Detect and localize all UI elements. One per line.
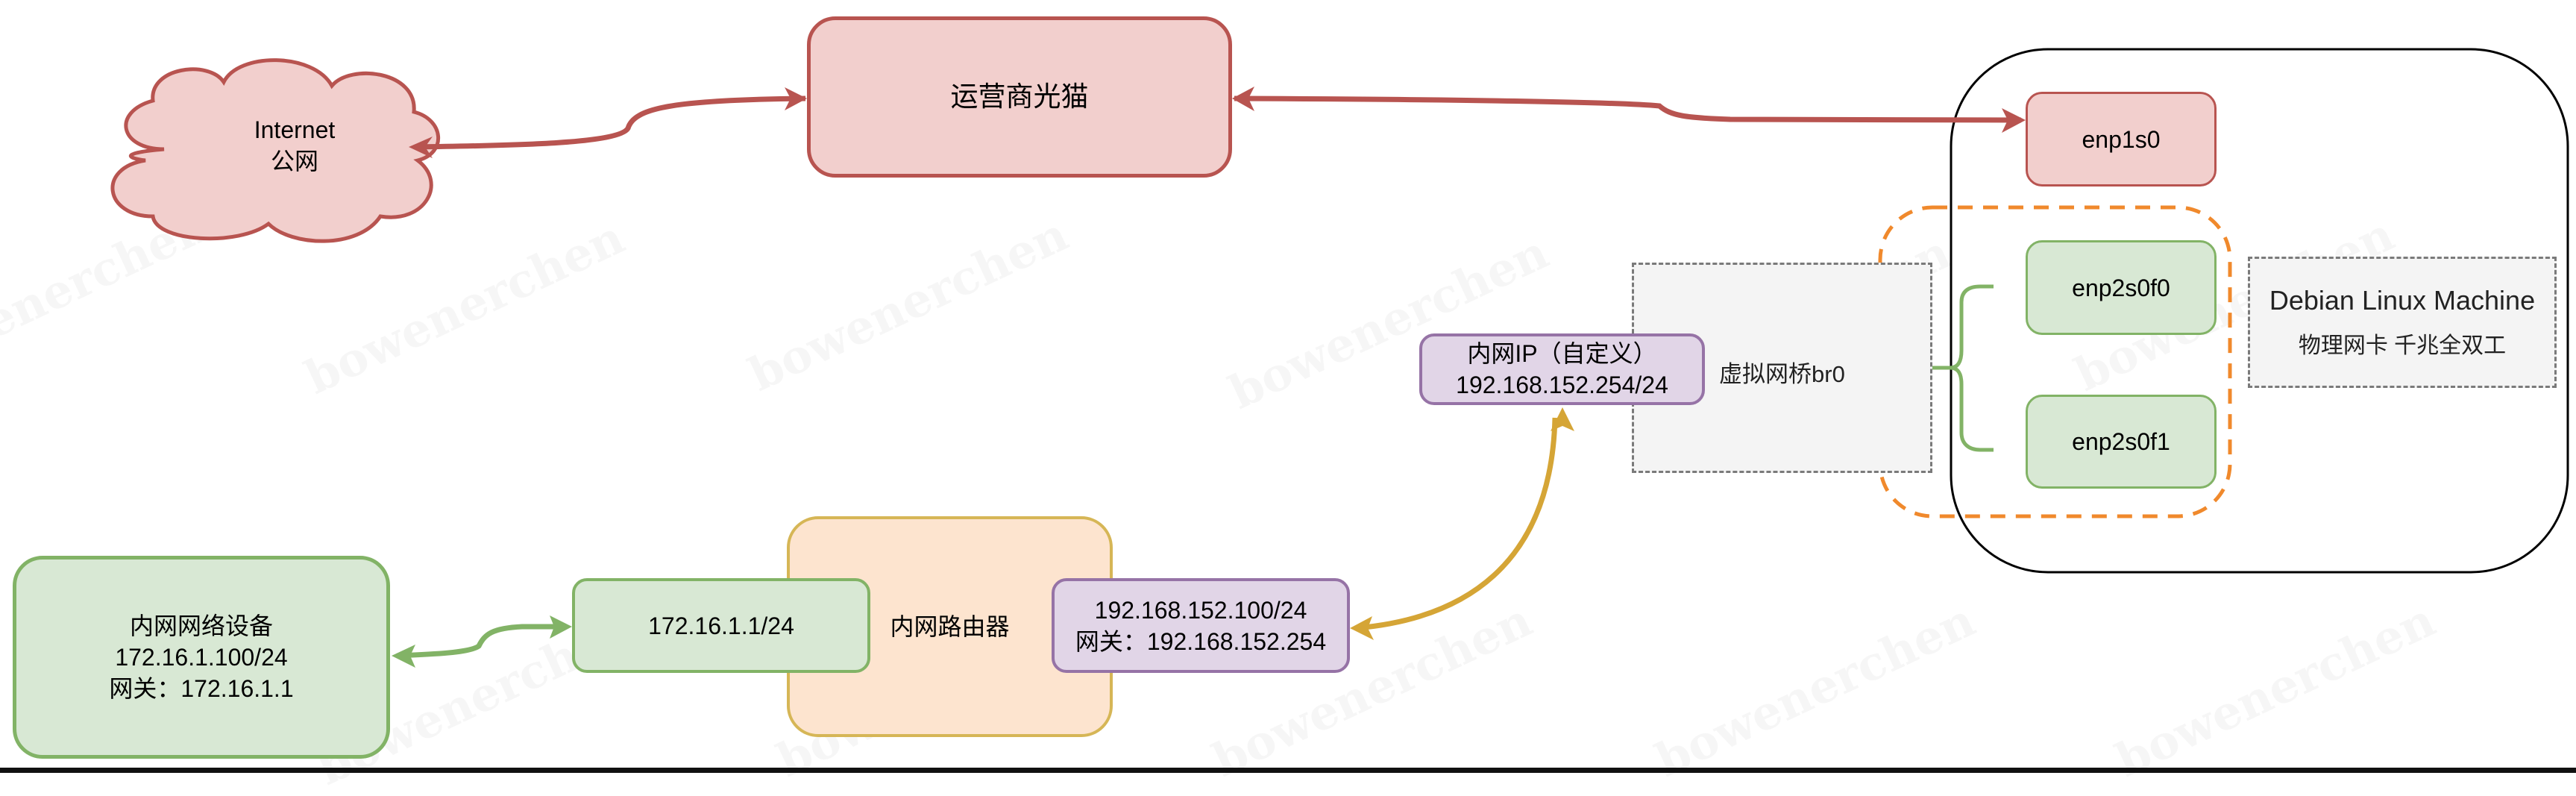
enp2s0f1-label: enp2s0f1 bbox=[2072, 428, 2170, 455]
bottom-edge-bar bbox=[0, 768, 2576, 773]
enp1s0-label: enp1s0 bbox=[2082, 125, 2161, 153]
device-node[interactable]: 内网网络设备 172.16.1.100/24 网关：172.16.1.1 bbox=[13, 556, 390, 759]
router-wan-gateway: 网关：192.168.152.254 bbox=[1075, 627, 1327, 655]
arrowhead-router-lan bbox=[550, 615, 572, 639]
bridge-ip-node[interactable]: 内网IP（自定义） 192.168.152.254/24 bbox=[1419, 333, 1705, 405]
modem-label: 运营商光猫 bbox=[950, 81, 1089, 112]
router-wan-ip: 192.168.152.100/24 bbox=[1094, 596, 1307, 624]
machine-frame bbox=[1950, 48, 2569, 574]
arrowhead-modem-right bbox=[1232, 87, 1254, 111]
router-label: 内网路由器 bbox=[890, 613, 1010, 640]
enp1s0-node[interactable]: enp1s0 bbox=[2026, 92, 2217, 187]
internet-cloud-shape bbox=[110, 58, 440, 243]
router-wan-node[interactable]: 192.168.152.100/24 网关：192.168.152.254 bbox=[1052, 578, 1350, 673]
router-lan-label: 172.16.1.1/24 bbox=[648, 612, 794, 639]
bridge-ip-title: 内网IP（自定义） bbox=[1467, 340, 1657, 367]
arrowhead-modem-left bbox=[785, 87, 807, 110]
bridge-ip-address: 192.168.152.254/24 bbox=[1456, 372, 1668, 398]
enp2s0f0-label: enp2s0f0 bbox=[2072, 274, 2170, 301]
device-title: 内网网络设备 bbox=[129, 612, 273, 639]
modem-node[interactable]: 运营商光猫 bbox=[807, 16, 1232, 178]
router-lan-node[interactable]: 172.16.1.1/24 bbox=[572, 578, 870, 673]
arrowhead-internet bbox=[409, 137, 433, 158]
machine-label-box: Debian Linux Machine 物理网卡 千兆全双工 bbox=[2248, 257, 2557, 388]
diagram-canvas bbox=[110, 48, 2569, 668]
arrowhead-device bbox=[392, 645, 415, 668]
enp2s0f1-node[interactable]: enp2s0f1 bbox=[2026, 395, 2217, 489]
edge-internet-modem bbox=[414, 95, 806, 150]
arrowhead-router-wan bbox=[1350, 616, 1374, 640]
arrowhead-bridge-ip bbox=[1551, 407, 1574, 431]
arrowhead-enp1s0 bbox=[2002, 108, 2026, 133]
edge-modem-enp1s0 bbox=[1234, 95, 2022, 123]
machine-subtitle: 物理网卡 千兆全双工 bbox=[2298, 333, 2507, 358]
enp2s0f0-node[interactable]: enp2s0f0 bbox=[2026, 240, 2217, 335]
internet-label: Internet bbox=[254, 116, 336, 143]
brace-bridge-ports bbox=[1930, 284, 1994, 452]
edge-device-router-lan bbox=[396, 624, 567, 659]
bridge-label: 虚拟网桥br0 bbox=[1719, 361, 1845, 387]
internet-cloud: Internet 公网 bbox=[186, 112, 403, 179]
edge-router-wan-bridge-ip bbox=[1355, 417, 1558, 631]
machine-title: Debian Linux Machine bbox=[2269, 285, 2536, 316]
internet-sublabel: 公网 bbox=[270, 148, 318, 175]
device-ip: 172.16.1.100/24 bbox=[115, 644, 288, 671]
device-gateway: 网关：172.16.1.1 bbox=[109, 675, 294, 702]
